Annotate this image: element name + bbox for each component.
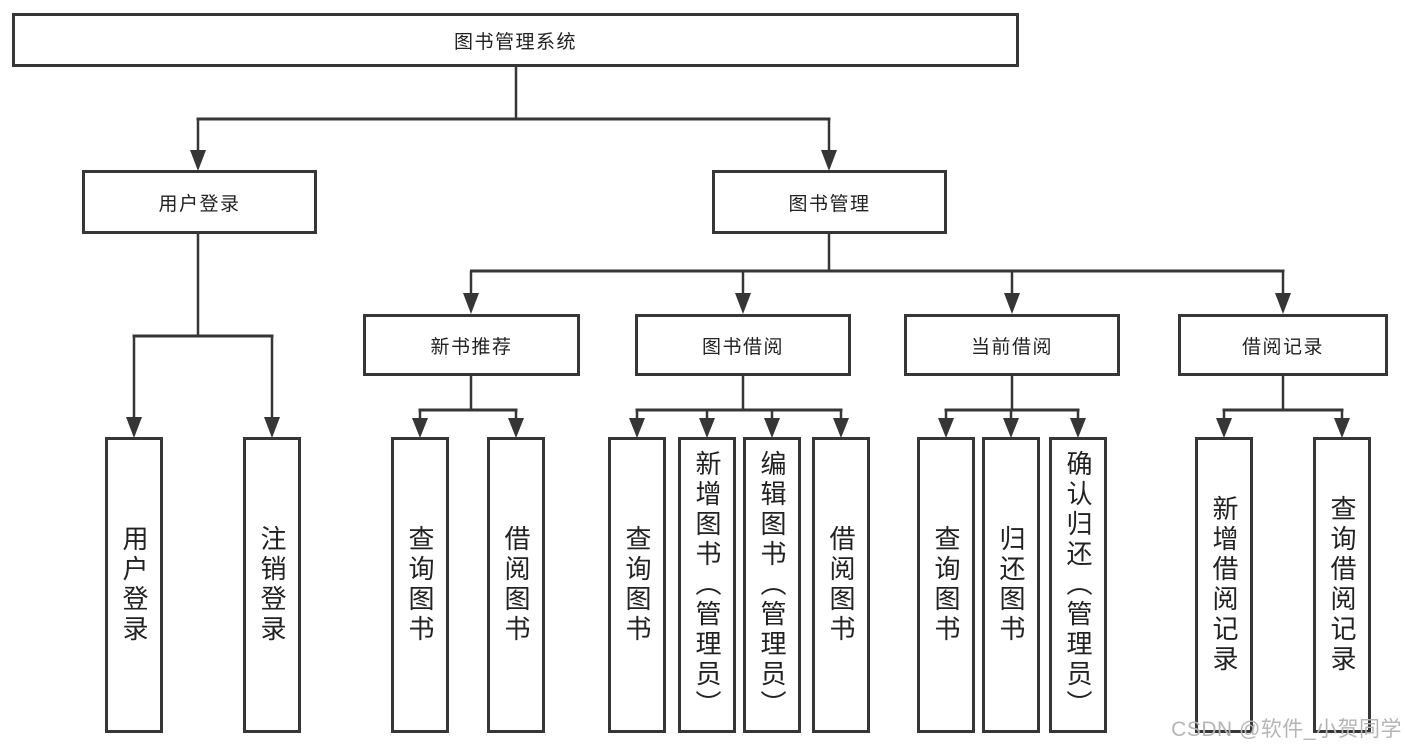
connector-current-borrow-to-leaves <box>938 376 1086 438</box>
leaf-query-borrow-record: 查询借阅记录 <box>1313 437 1371 733</box>
connector-book-borrow-to-leaves <box>629 376 849 438</box>
connector-new-book-to-leaves <box>412 376 524 438</box>
node-book-management: 图书管理 <box>712 170 947 234</box>
connector-root-to-level2 <box>190 66 837 171</box>
leaf-return-books: 归还图书 <box>982 437 1040 733</box>
node-new-book-recommend: 新书推荐 <box>363 314 580 376</box>
leaf-borrow-books-recommend: 借阅图书 <box>487 437 545 733</box>
node-root-library-system: 图书管理系统 <box>12 13 1019 67</box>
leaf-query-books-current: 查询图书 <box>917 437 975 733</box>
connector-borrow-records-to-leaves <box>1216 376 1350 438</box>
leaf-add-books-admin: 新增图书（管理员） <box>678 437 736 733</box>
csdn-watermark: CSDN @软件_小贺同学 <box>1171 718 1402 741</box>
connector-user-login-to-leaves <box>126 233 280 438</box>
leaf-user-login: 用户登录 <box>105 437 163 733</box>
node-book-borrow: 图书借阅 <box>635 314 851 376</box>
node-current-borrow: 当前借阅 <box>904 314 1120 376</box>
leaf-borrow-books-borrow: 借阅图书 <box>812 437 870 733</box>
leaf-query-books-recommend: 查询图书 <box>391 437 449 733</box>
node-user-login: 用户登录 <box>82 170 317 234</box>
node-borrow-records: 借阅记录 <box>1178 314 1388 376</box>
connector-book-management-to-level3 <box>463 234 1291 314</box>
leaf-edit-books-admin: 编辑图书（管理员） <box>743 437 801 733</box>
leaf-add-borrow-record: 新增借阅记录 <box>1195 437 1253 733</box>
leaf-logout: 注销登录 <box>243 437 301 733</box>
leaf-confirm-return-admin: 确认归还（管理员） <box>1049 437 1107 733</box>
leaf-query-books-borrow: 查询图书 <box>608 437 666 733</box>
